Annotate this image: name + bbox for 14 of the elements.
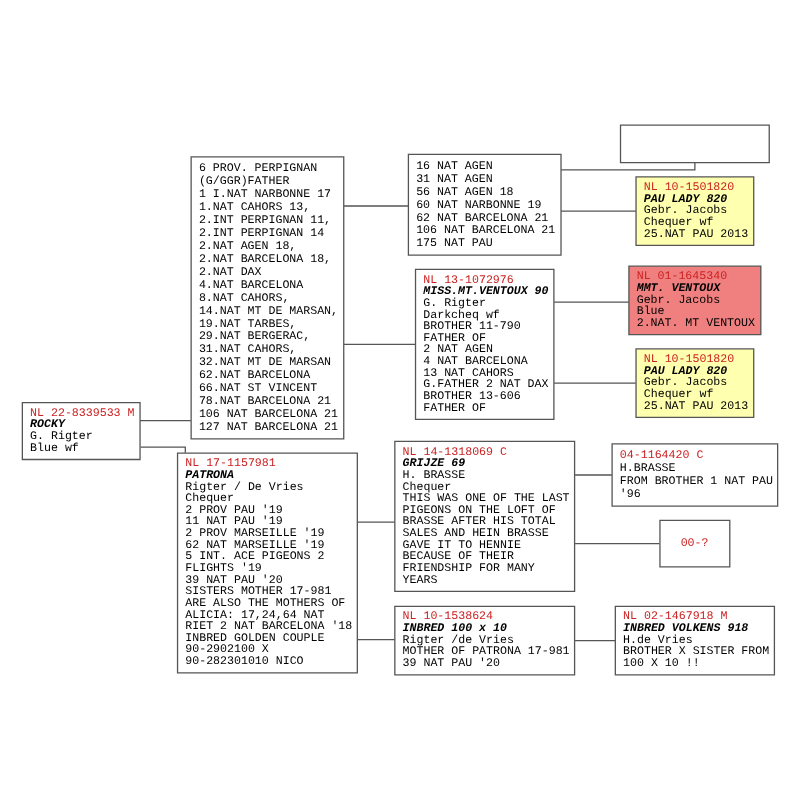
connector [139, 446, 186, 454]
connector [574, 474, 613, 476]
connector [343, 205, 409, 207]
connector [357, 638, 396, 641]
connector [574, 542, 661, 545]
connector [560, 210, 637, 212]
connector [357, 521, 396, 523]
node-box [619, 124, 770, 164]
connector [343, 343, 416, 346]
connector [560, 162, 696, 171]
connector [574, 639, 616, 642]
connector [553, 382, 637, 384]
connector [139, 420, 192, 422]
connector [553, 301, 630, 303]
